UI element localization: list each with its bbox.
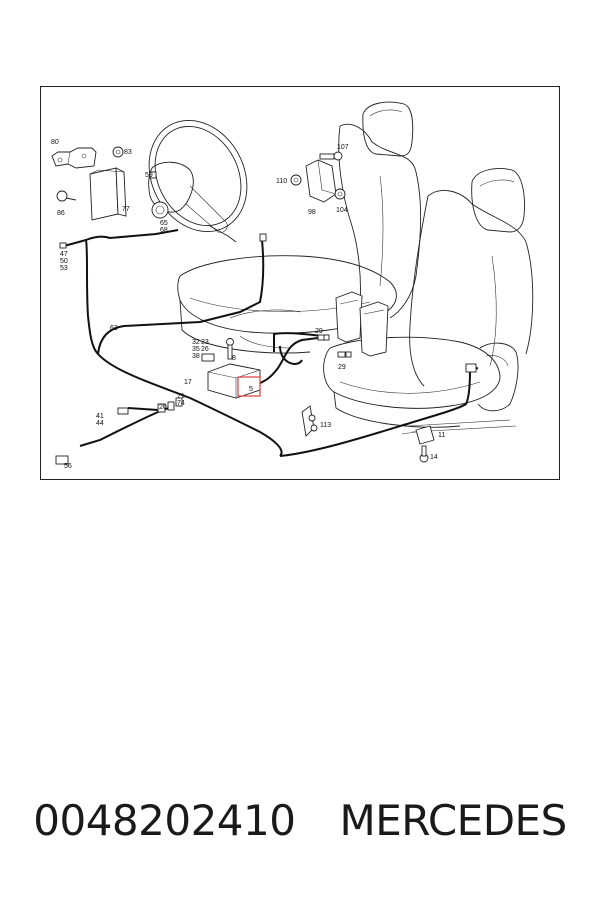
part-caption: 0048202410 MERCEDES: [0, 796, 600, 866]
screw-14: [419, 445, 429, 463]
callout-41: 41: [96, 413, 104, 420]
callout-47: 47: [60, 251, 68, 258]
callout-23: 23: [201, 339, 209, 346]
screw-86: [56, 190, 77, 202]
parts-diagram: 80 83 59 77 86 65 68 47 50 53 62 107 110…: [40, 86, 560, 480]
nut-104: [334, 188, 346, 200]
screw-8: [226, 338, 234, 360]
callout-5: 5: [249, 386, 253, 393]
callout-113: 113: [320, 422, 331, 429]
callout-56: 56: [64, 463, 72, 470]
callout-110: 110: [276, 178, 287, 185]
seat-belt-buckles: [335, 291, 389, 357]
callout-59: 59: [145, 172, 153, 179]
callout-35: 35: [192, 346, 200, 353]
callout-17: 17: [184, 379, 192, 386]
screw-107: [319, 151, 343, 161]
airbag-control-unit-5: [207, 363, 261, 399]
steering-wheel-illustration: [148, 119, 248, 243]
callout-53: 53: [60, 265, 68, 272]
callout-104: 104: [336, 207, 348, 214]
callout-8: 8: [232, 355, 236, 362]
callout-68: 68: [160, 227, 168, 234]
callout-50: 50: [60, 258, 68, 265]
callout-62: 62: [110, 325, 118, 332]
nut-110: [290, 174, 302, 186]
wiring-harness: [63, 229, 479, 457]
control-module-77: [89, 167, 127, 221]
airbag-control-bracket: [51, 147, 97, 169]
callout-26: 26: [201, 346, 209, 353]
callout-29-lower: 29: [338, 364, 346, 371]
callout-38: 38: [192, 353, 200, 360]
callout-14: 14: [430, 454, 438, 461]
part-number: 0048202410: [33, 796, 296, 845]
callout-80: 80: [51, 139, 59, 146]
callout-74: 74: [177, 400, 185, 407]
callout-44: 44: [96, 420, 104, 427]
callout-29-upper: 29: [315, 328, 323, 335]
callout-labels: 80 83 59 77 86 65 68 47 50 53 62 107 110…: [51, 139, 445, 470]
callout-32: 32: [192, 339, 200, 346]
highlighted-part-5[interactable]: [237, 376, 261, 397]
callout-77: 77: [122, 206, 130, 213]
sensor-98: [305, 159, 337, 203]
callout-11: 11: [438, 432, 445, 439]
connectors: [55, 171, 477, 465]
callout-83: 83: [124, 149, 132, 156]
brand-name: MERCEDES: [339, 796, 567, 845]
callout-71: 71: [177, 393, 185, 400]
callout-98: 98: [308, 209, 316, 216]
callout-107: 107: [337, 144, 349, 151]
clip-11: [401, 425, 435, 445]
connector-38: [201, 353, 215, 362]
nut-83: [112, 146, 124, 158]
diagram-frame: [40, 86, 560, 480]
bracket-113: [301, 405, 318, 437]
callout-65: 65: [160, 220, 168, 227]
callout-20: 20: [159, 404, 167, 411]
callout-86: 86: [57, 210, 65, 217]
